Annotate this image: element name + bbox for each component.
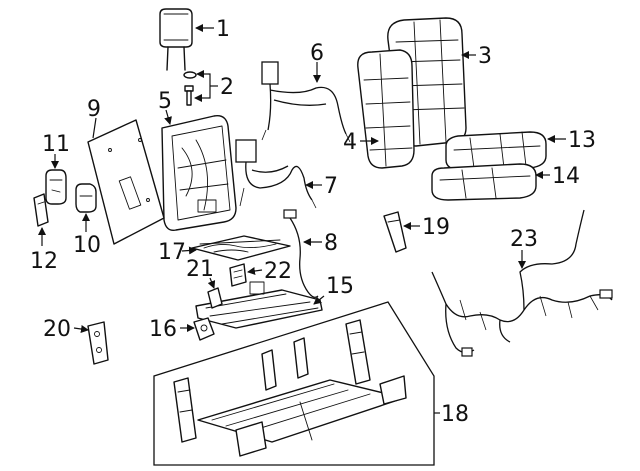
callout-15: 15 bbox=[313, 274, 354, 305]
motor-harness-7-part[interactable] bbox=[235, 139, 317, 209]
callout-6: 6 bbox=[310, 41, 324, 83]
callout-22: 22 bbox=[247, 259, 292, 284]
callout-8-label: 8 bbox=[324, 231, 338, 256]
callout-2-label: 2 bbox=[220, 75, 234, 100]
callout-17: 17 bbox=[158, 240, 197, 265]
seat-cushion-pad-part[interactable] bbox=[431, 163, 537, 201]
callout-21-label: 21 bbox=[186, 257, 214, 282]
trim-cover-part[interactable] bbox=[75, 183, 97, 213]
callout-1-label: 1 bbox=[216, 17, 230, 42]
callout-5-label: 5 bbox=[158, 89, 172, 114]
callout-16: 16 bbox=[149, 317, 195, 342]
callout-16-label: 16 bbox=[149, 317, 177, 342]
callout-4-label: 4 bbox=[343, 130, 357, 155]
callout-10-label: 10 bbox=[73, 233, 101, 258]
callout-18: 18 bbox=[434, 402, 469, 427]
bezel-part[interactable] bbox=[33, 193, 49, 227]
callout-15-label: 15 bbox=[326, 274, 354, 299]
callout-23: 23 bbox=[510, 227, 538, 269]
callout-20: 20 bbox=[43, 317, 89, 342]
cable-8-part[interactable] bbox=[283, 209, 319, 298]
callout-13-label: 13 bbox=[568, 128, 596, 153]
callout-12: 12 bbox=[30, 227, 58, 274]
frame-assembly-box bbox=[153, 301, 435, 466]
callout-7: 7 bbox=[305, 174, 338, 199]
callout-4: 4 bbox=[343, 130, 379, 155]
callout-20-label: 20 bbox=[43, 317, 71, 342]
seat-back-frame-5-part[interactable] bbox=[161, 115, 237, 231]
callout-22-label: 22 bbox=[264, 259, 292, 284]
callout-12-label: 12 bbox=[30, 249, 58, 274]
callout-13: 13 bbox=[547, 128, 596, 153]
back-panel-part[interactable] bbox=[87, 119, 165, 245]
bracket-22-part[interactable] bbox=[229, 263, 247, 287]
callout-3: 3 bbox=[461, 44, 492, 69]
callout-11-label: 11 bbox=[42, 132, 70, 157]
callout-18-label: 18 bbox=[441, 402, 469, 427]
callout-8: 8 bbox=[303, 231, 338, 256]
riser-bracket-part[interactable] bbox=[207, 287, 223, 309]
seat-cushion-cover-part[interactable] bbox=[445, 131, 547, 171]
mounting-bracket-20-part[interactable] bbox=[87, 321, 109, 365]
callout-17-label: 17 bbox=[158, 240, 186, 265]
wiring-harness-23-part[interactable] bbox=[431, 209, 613, 357]
seat-back-frame-part[interactable] bbox=[357, 49, 415, 169]
callout-1: 1 bbox=[195, 17, 230, 42]
callout-19-label: 19 bbox=[422, 215, 450, 240]
callout-23-label: 23 bbox=[510, 227, 538, 252]
callout-5: 5 bbox=[158, 89, 172, 125]
spring-mat-part[interactable] bbox=[191, 235, 291, 261]
callout-11: 11 bbox=[42, 132, 70, 169]
callout-14: 14 bbox=[535, 164, 580, 189]
release-handle-part[interactable] bbox=[45, 169, 67, 205]
frame-assembly-18-part[interactable] bbox=[173, 319, 407, 457]
callout-2: 2 bbox=[194, 70, 234, 102]
callout-9-label: 9 bbox=[87, 97, 101, 122]
harness-6-part[interactable] bbox=[261, 61, 351, 143]
headrest-guide-part[interactable] bbox=[183, 71, 197, 106]
callout-7-label: 7 bbox=[324, 174, 338, 199]
bracket-19-part[interactable] bbox=[383, 211, 407, 253]
headrest-part[interactable] bbox=[159, 8, 193, 71]
callout-21: 21 bbox=[186, 257, 216, 289]
callout-9: 9 bbox=[87, 97, 101, 139]
callout-19: 19 bbox=[403, 215, 450, 240]
callout-3-label: 3 bbox=[478, 44, 492, 69]
callout-10: 10 bbox=[73, 213, 101, 258]
actuator-16-part[interactable] bbox=[193, 317, 215, 341]
callout-6-label: 6 bbox=[310, 41, 324, 66]
callout-14-label: 14 bbox=[552, 164, 580, 189]
